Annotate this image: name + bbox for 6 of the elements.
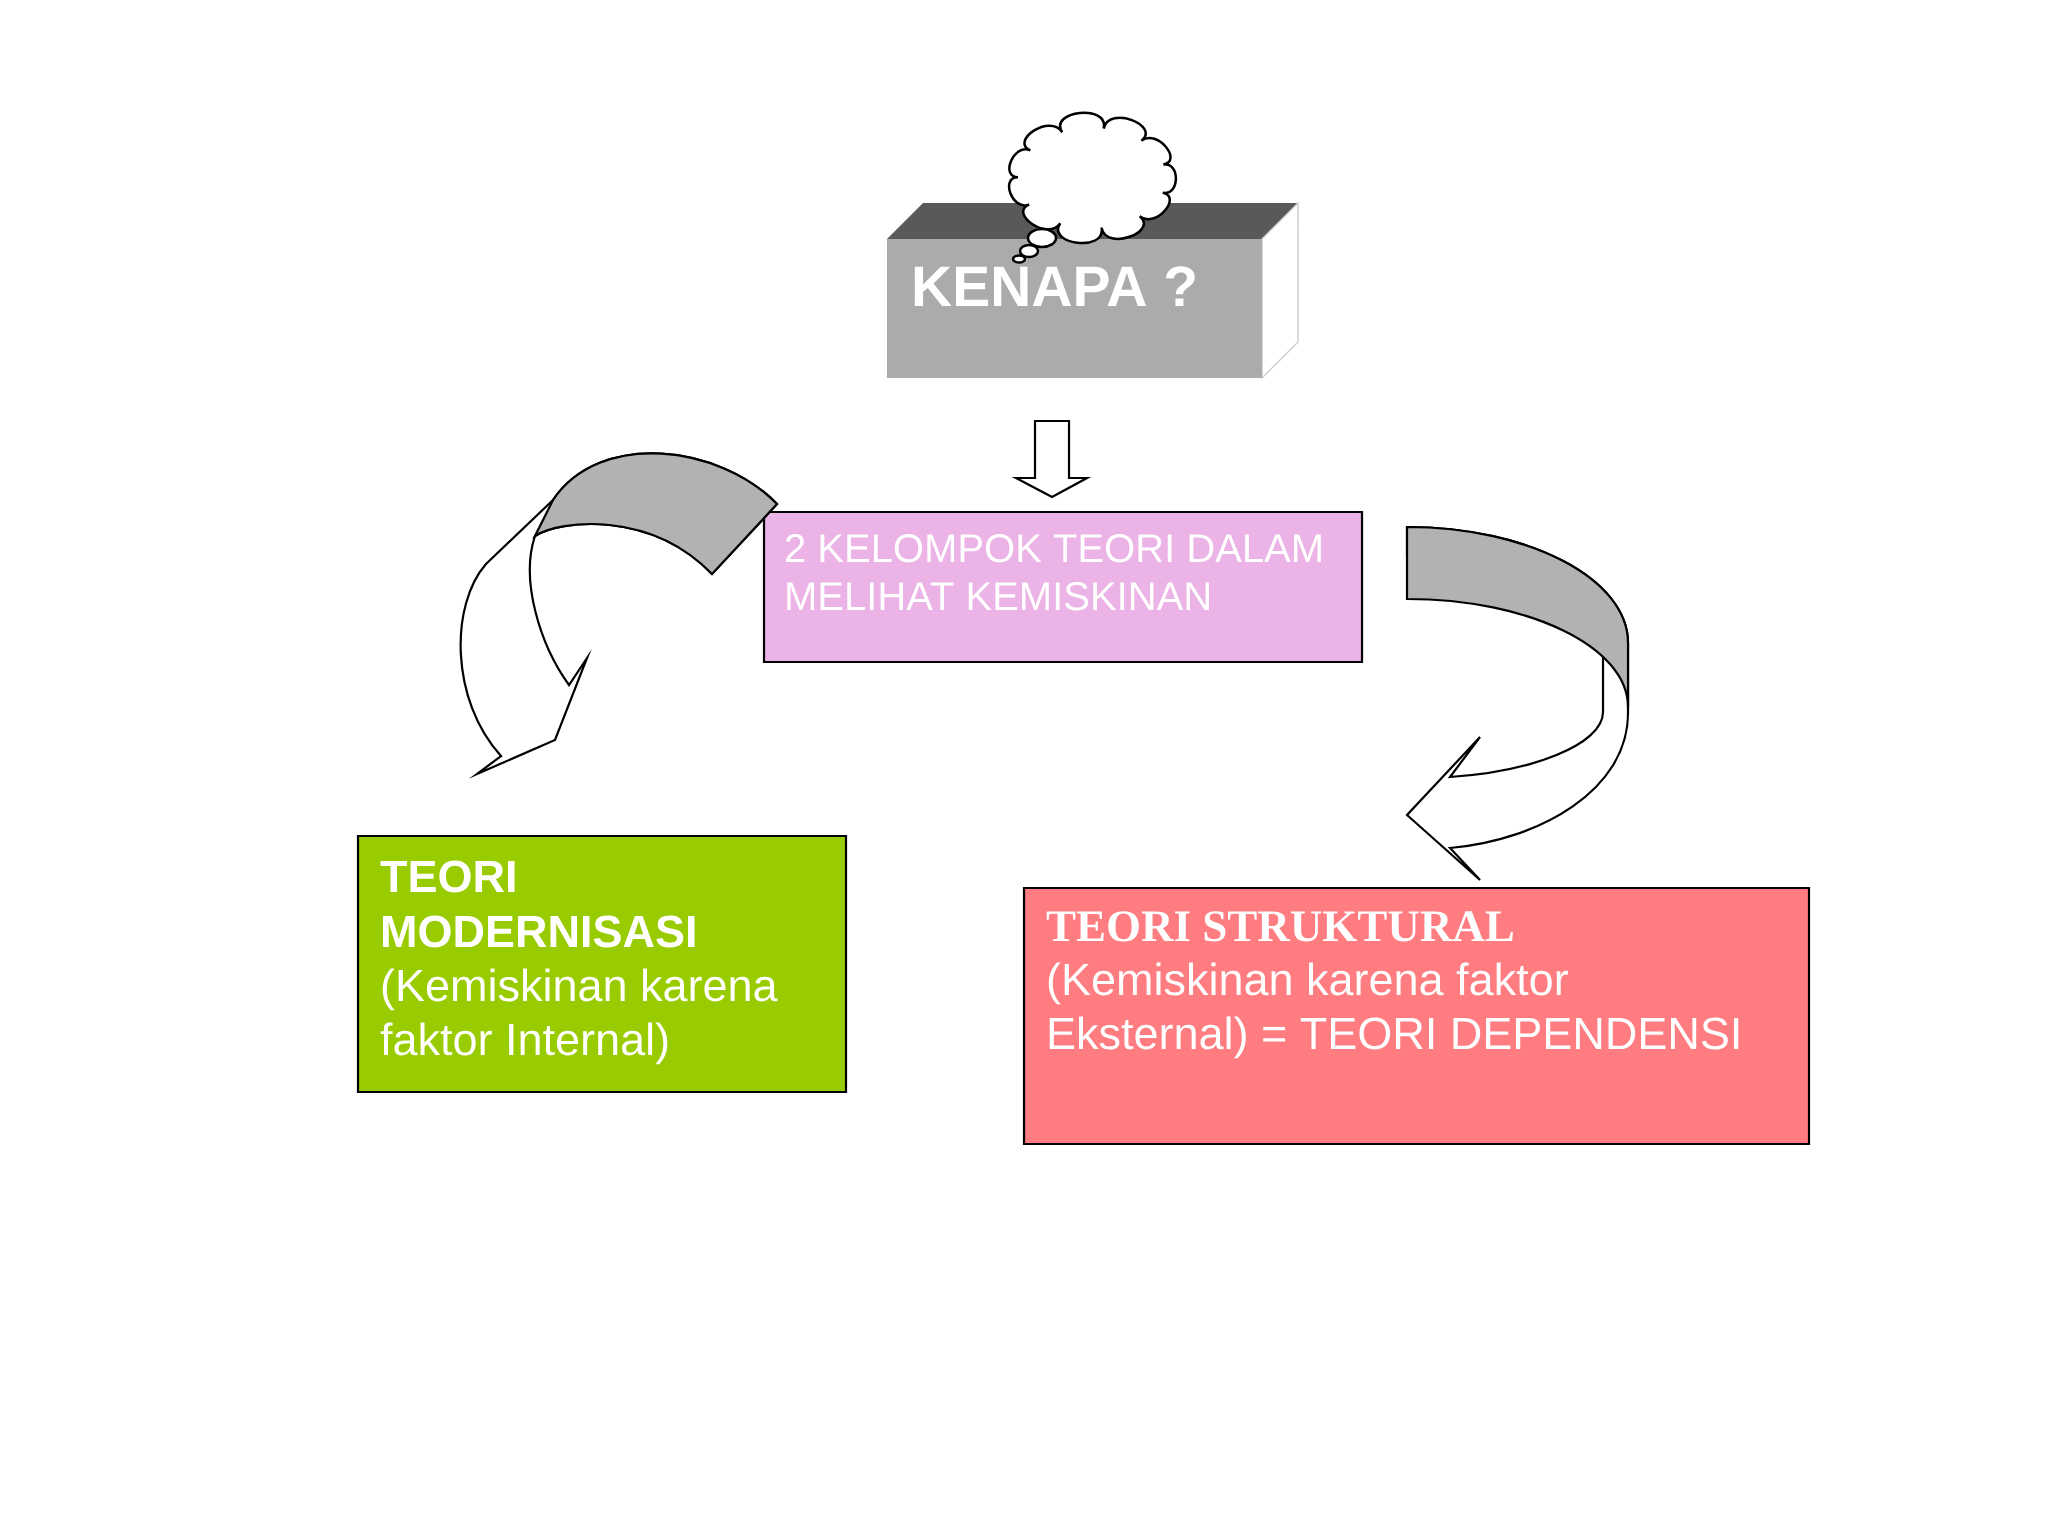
text-box: TEORI STRUKTURAL (Kemiskinan karena faktor Eksternal) = TEORI DEPENDENSI <box>1022 886 1811 1146</box>
block-arrow <box>1011 419 1092 499</box>
text-box: 2 KELOMPOK TEORI DALAM MELIHAT KEMISKINAN <box>762 510 1364 664</box>
curved-arrow <box>459 452 779 776</box>
text-box: TEORI MODERNISASI (Kemiskinan karena faktor Internal) <box>356 834 848 1094</box>
curved-arrow <box>1405 525 1630 882</box>
